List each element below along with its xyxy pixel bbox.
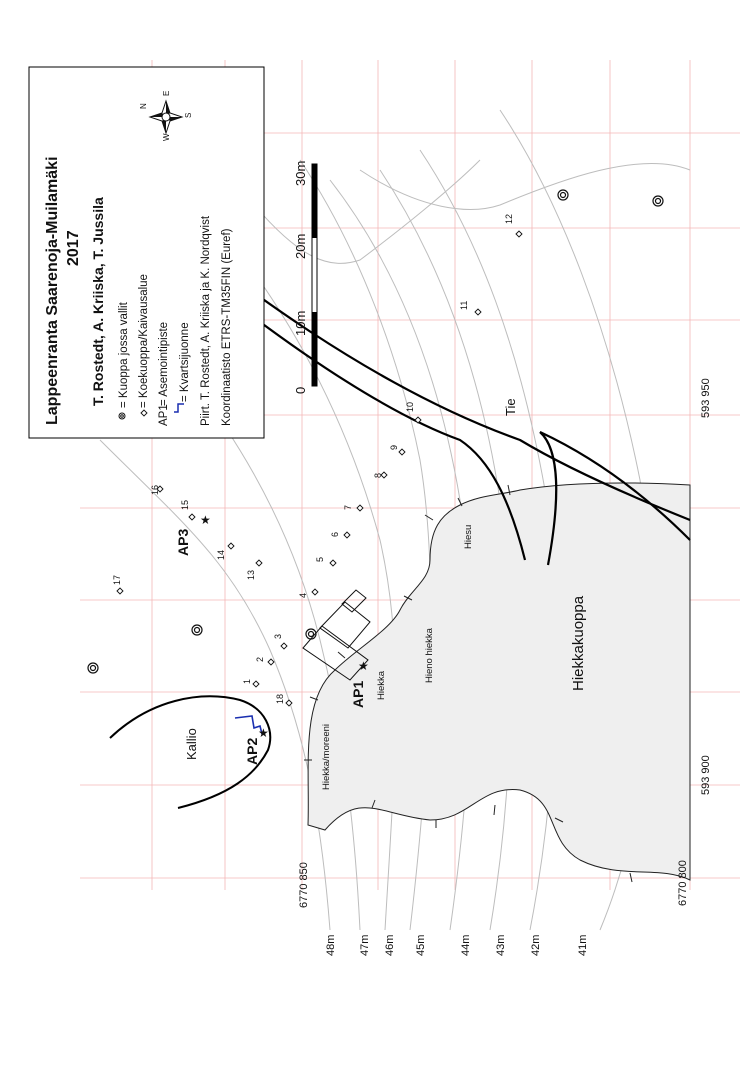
svg-text:4: 4: [298, 593, 308, 598]
svg-text:13: 13: [246, 570, 256, 580]
north-label-6770850: 6770 850: [298, 862, 310, 908]
svg-text:43m: 43m: [495, 935, 507, 956]
svg-text:30m: 30m: [293, 161, 308, 186]
legend-item-pit: = Kuoppa jossa vallit: [118, 301, 130, 408]
svg-text:5: 5: [315, 557, 325, 562]
diamond-icon: [140, 409, 148, 417]
svg-text:6: 6: [330, 532, 340, 537]
legend: Lappeenranta Saarenoja-Muilamäki 2017 T.…: [28, 66, 265, 439]
ap3-label: AP3: [175, 529, 191, 556]
svg-text:42m: 42m: [530, 935, 542, 956]
scale-bar: 0 10m 20m 30m: [293, 161, 318, 394]
svg-text:44m: 44m: [460, 935, 472, 956]
pit-edge-ticks: [304, 484, 633, 883]
svg-text:41m: 41m: [577, 935, 589, 956]
svg-text:46m: 46m: [384, 935, 396, 956]
rock-label: Kallio: [184, 728, 199, 760]
ap1-label: AP1: [350, 681, 366, 708]
soil-label-hiesu: Hiesu: [463, 525, 474, 549]
svg-text:20m: 20m: [293, 234, 308, 259]
legend-item-quartz: = Kvartsijuonne: [179, 322, 191, 402]
svg-text:W: W: [162, 133, 171, 141]
quartz-line-icon: [174, 403, 184, 413]
sand-pit-area: [307, 482, 691, 881]
area-labels: Hiekkakuoppa Kallio Tie: [184, 398, 587, 760]
north-label-6770800: 6770 800: [677, 860, 689, 906]
east-label-593950: 593 950: [700, 378, 712, 418]
svg-text:45m: 45m: [415, 935, 427, 956]
svg-text:11: 11: [459, 301, 469, 310]
legend-year: 2017: [65, 230, 82, 266]
east-label-593900: 593 900: [700, 755, 712, 795]
svg-text:0: 0: [293, 387, 308, 394]
svg-text:15: 15: [180, 500, 190, 510]
ap1-star-icon: ★: [358, 659, 369, 673]
pit-rampart-icon: [118, 412, 126, 420]
soil-label-hiekka: Hiekka: [376, 670, 387, 700]
svg-text:1: 1: [242, 679, 252, 684]
svg-text:10m: 10m: [293, 311, 308, 336]
soil-label-hieno-hiekka: Hieno hiekka: [424, 627, 435, 683]
svg-text:14: 14: [216, 550, 226, 560]
svg-text:3: 3: [273, 634, 283, 639]
station-labels: AP1 AP2 AP3: [175, 529, 366, 765]
svg-text:2: 2: [255, 657, 265, 662]
legend-drawn-by: Piirt. T. Rostedt, A. Kriiska ja K. Nord…: [200, 215, 212, 426]
soil-label-hiekka-moreeni: Hiekka/moreeni: [321, 724, 332, 790]
svg-text:16: 16: [150, 485, 160, 495]
svg-text:17: 17: [112, 575, 122, 585]
svg-text:N: N: [139, 103, 148, 109]
contour-labels: 48m 47m 46m 45m 44m 43m 42m 41m: [325, 935, 589, 956]
svg-text:47m: 47m: [359, 935, 371, 956]
soil-labels: Hiesu Hieno hiekka Hiekka Hiekka/moreeni: [321, 525, 474, 790]
svg-text:S: S: [184, 113, 193, 118]
legend-item-ap: = Asemointipiste: [158, 322, 170, 406]
legend-title: Lappeenranta Saarenoja-Muilamäki: [44, 156, 61, 425]
svg-text:18: 18: [275, 694, 285, 704]
svg-text:48m: 48m: [325, 935, 337, 956]
pit-label: Hiekkakuoppa: [570, 595, 587, 691]
legend-authors: T. Rostedt, A. Kriiska, T. Jussila: [90, 197, 106, 406]
svg-text:12: 12: [504, 214, 514, 224]
rock-outcrop-boundary: [109, 695, 272, 809]
ap2-star-icon: ★: [258, 726, 269, 740]
compass-rose-icon: N E S W: [139, 91, 193, 141]
pit-rampart-markers: [87, 189, 664, 674]
test-pit-markers: [116, 230, 523, 707]
road-label: Tie: [503, 398, 518, 416]
quartz-vein: [234, 715, 263, 735]
ap2-label: AP2: [244, 738, 260, 765]
station-point-markers: ★ ★ ★: [200, 513, 369, 740]
svg-text:10: 10: [405, 402, 415, 412]
legend-coordinates: Koordinaatisto ETRS-TM35FIN (Euref): [221, 228, 233, 426]
svg-text:8: 8: [373, 473, 383, 478]
ap3-star-icon: ★: [200, 513, 211, 527]
svg-text:9: 9: [389, 445, 399, 450]
legend-item-testpit: = Koekuoppa/Kaivausalue: [138, 274, 150, 408]
legend-item-ap-symbol: AP1: [158, 404, 170, 426]
legend-box: [28, 66, 265, 439]
test-pit-labels: 1 2 3 4 5 6 7 8 9 10 11 12 13 14 15 16 1…: [112, 214, 514, 704]
svg-text:7: 7: [343, 505, 353, 510]
coordinate-labels: 593 950 593 900 6770 850 6770 800: [298, 378, 712, 908]
svg-text:E: E: [162, 91, 171, 96]
